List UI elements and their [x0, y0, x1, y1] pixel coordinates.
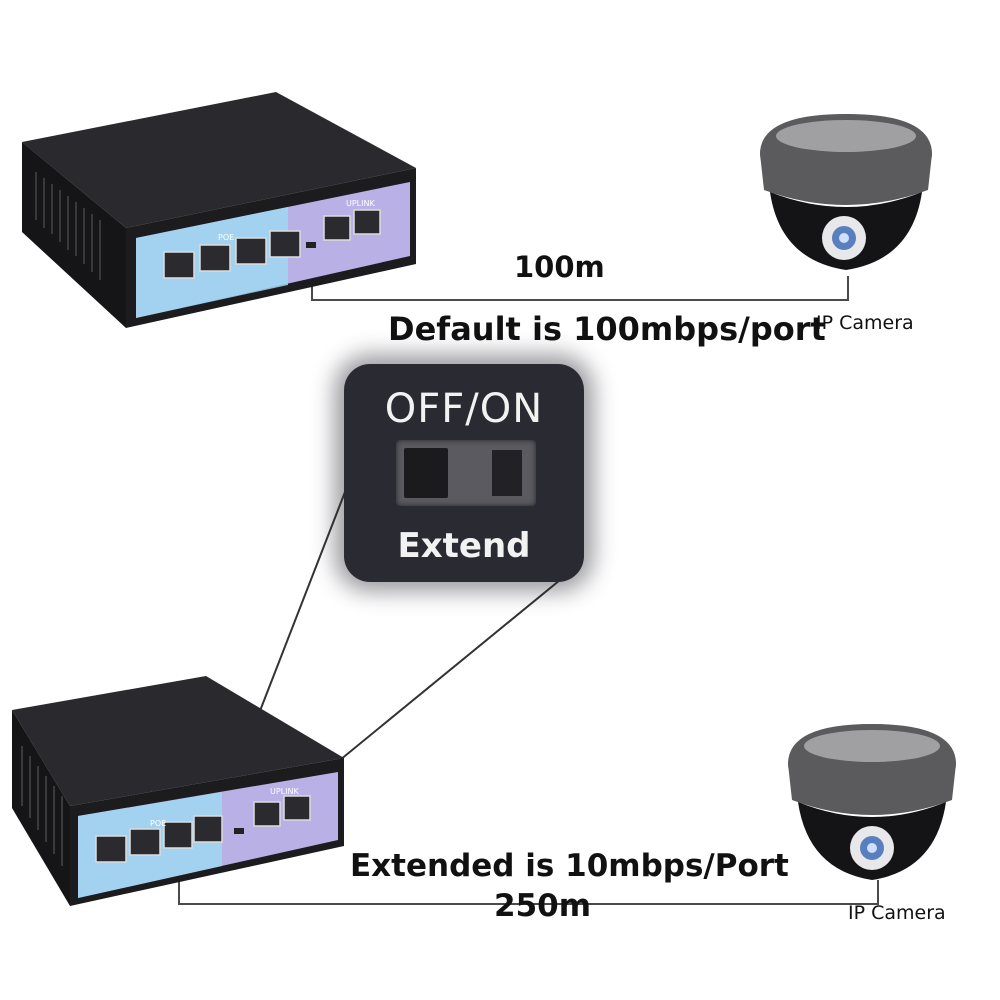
ip-camera-top-icon [760, 114, 932, 270]
poe-switch-top: POE UPLINK [22, 92, 416, 328]
callout-line-right [339, 561, 583, 761]
top-distance-label: 100m [514, 250, 605, 284]
top-cable-line [311, 276, 849, 301]
ip-camera-bottom-icon [788, 724, 956, 880]
bottom-speed-label: Extended is 10mbps/Port [350, 848, 789, 884]
bottom-camera-label: IP Camera [848, 902, 946, 924]
uplink-label: UPLINK [346, 199, 375, 208]
top-speed-label: Default is 100mbps/port [388, 310, 826, 348]
extend-toggle-switch[interactable] [396, 440, 536, 506]
switch-detail-caption: Extend [397, 526, 531, 566]
poe-switch-bottom: POE UPLINK [12, 676, 344, 906]
svg-text:POE: POE [150, 819, 166, 828]
extend-switch-detail: OFF/ON Extend [344, 364, 584, 582]
top-camera-label: IP Camera [816, 312, 914, 334]
bottom-cable-line [178, 878, 879, 905]
poe-label: POE [218, 233, 234, 242]
toggle-slot-end [492, 450, 522, 496]
toggle-knob [404, 448, 448, 498]
bottom-distance-label: 250m [494, 888, 592, 924]
svg-text:UPLINK: UPLINK [270, 787, 299, 796]
switch-detail-title: OFF/ON [384, 386, 544, 432]
callout-line-left [257, 491, 346, 717]
